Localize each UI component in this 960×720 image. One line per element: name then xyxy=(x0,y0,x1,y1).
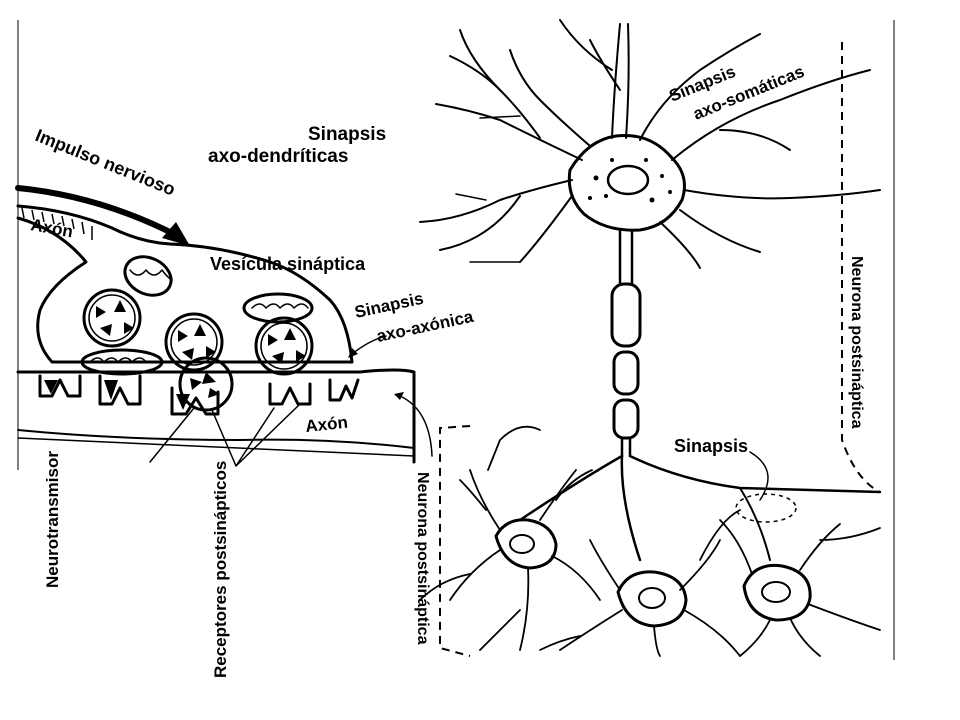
nucleus xyxy=(606,164,650,196)
receptor-sites xyxy=(38,374,360,416)
presynaptic-terminal xyxy=(15,185,354,412)
axon-myelin xyxy=(518,228,882,562)
axon-hatching xyxy=(21,207,93,240)
label-axo-axonica-1: Sinapsis xyxy=(353,289,425,322)
presynaptic-neuron xyxy=(419,19,882,562)
mitochondrion xyxy=(242,292,314,324)
label-neurotransmisor: Neurotransmisor xyxy=(43,451,62,588)
label-axo-dendriticas-2: axo-dendríticas xyxy=(208,146,348,167)
dendrites xyxy=(419,19,881,269)
mitochondrion xyxy=(123,255,173,297)
label-axon-bottom: Axón xyxy=(304,413,348,436)
postsynaptic-boundary-right xyxy=(841,42,881,493)
impulse-arrow xyxy=(15,185,190,246)
synaptic-vesicle xyxy=(164,312,224,372)
arrowhead-icon xyxy=(162,222,190,246)
label-neurona-post-mid: Neurona postsináptica xyxy=(414,472,431,645)
label-neurona-post-right: Neurona postsináptica xyxy=(848,256,865,429)
postsynaptic-neuron xyxy=(539,509,741,657)
label-axon-top: Axón xyxy=(29,215,74,241)
label-impulso: Impulso nervioso xyxy=(33,125,179,199)
postsynaptic-neuron xyxy=(719,493,881,657)
cell-body-granules xyxy=(588,158,672,203)
synaptic-vesicle xyxy=(254,316,314,376)
mitochondrion xyxy=(80,348,164,376)
postsynaptic-membrane xyxy=(16,368,416,467)
label-receptores: Receptores postsinápticos xyxy=(211,461,230,678)
label-axo-dendriticas-1: Sinapsis xyxy=(308,124,386,145)
postsynaptic-boundary-mid xyxy=(439,425,471,657)
label-vesicula: Vesícula sináptica xyxy=(210,254,366,274)
label-sinapsis-bottom: Sinapsis xyxy=(674,436,748,456)
synaptic-vesicle xyxy=(82,288,142,348)
synaptic-vesicle xyxy=(178,356,234,412)
postsynaptic-neuron xyxy=(419,425,601,651)
axon-pointer xyxy=(399,395,433,457)
arrowhead-icon xyxy=(348,348,358,358)
